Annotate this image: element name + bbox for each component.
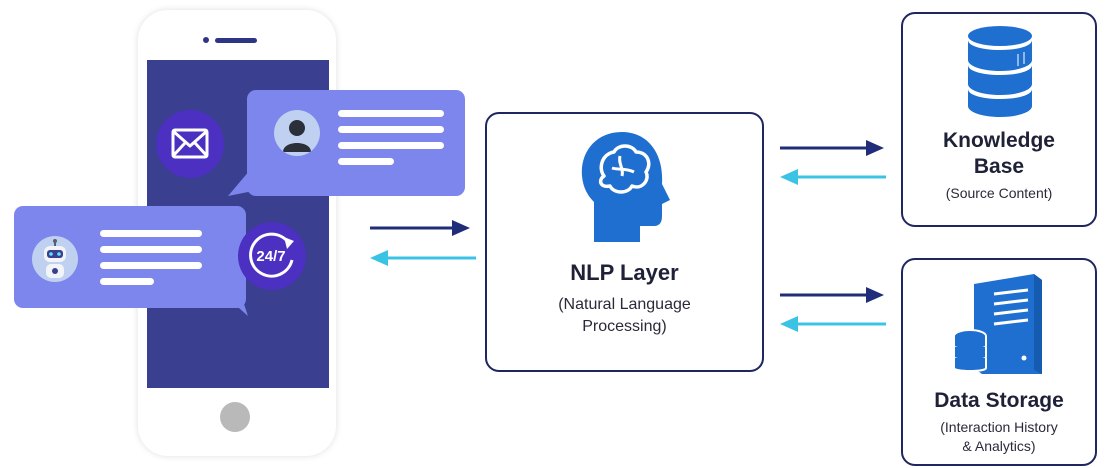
user-avatar-icon: [283, 120, 311, 152]
arrow-data-storage-to-nlp: [780, 316, 886, 332]
phone-camera-dot: [203, 37, 209, 43]
bot-message-line: [100, 230, 202, 237]
phone-speaker: [215, 38, 257, 43]
data-storage-title: Data Storage: [934, 389, 1064, 412]
user-bubble-tail: [228, 170, 268, 196]
arrow-nlp-to-knowledge-base: [780, 140, 884, 156]
clock-feature-circle: 24/7: [238, 222, 306, 290]
arrow-nlp-to-phone: [370, 250, 476, 266]
arrow-phone-to-nlp: [370, 220, 470, 236]
nlp-layer-title: NLP Layer: [570, 260, 679, 285]
arrow-nlp-to-data-storage: [780, 287, 884, 303]
mail-feature-circle: [156, 110, 224, 178]
clock-badge-text: 24/7: [256, 248, 285, 265]
server-icon: [953, 274, 1042, 374]
database-icon: [968, 26, 1032, 117]
knowledge-base-box: [901, 12, 1097, 227]
knowledge-base-title-line: Base: [973, 155, 1025, 178]
arrow-knowledge-base-to-nlp: [780, 169, 886, 185]
robot-avatar-icon: [44, 239, 66, 278]
bot-bubble-tail: [214, 286, 248, 316]
user-avatar: [274, 110, 320, 156]
bot-message-line: [100, 246, 202, 253]
knowledge-base-title: Knowledge Base: [901, 128, 1097, 180]
nlp-subtitle-line: (Natural Language: [558, 296, 691, 313]
phone-home-button: [220, 402, 250, 432]
data-storage-subtitle-line: & Analytics): [962, 438, 1036, 454]
bot-avatar: [32, 236, 78, 282]
user-message-line: [338, 126, 444, 133]
mail-icon: [171, 128, 209, 159]
nlp-subtitle-line: Processing): [582, 318, 667, 335]
user-message-line: [338, 110, 444, 117]
user-message-line: [338, 158, 394, 165]
user-message-line: [338, 142, 444, 149]
knowledge-base-title-line: Knowledge: [942, 129, 1055, 152]
clock-24-7-icon: 24/7: [249, 232, 294, 278]
data-storage-subtitle-line: (Interaction History: [940, 419, 1058, 435]
bot-message-line: [100, 278, 154, 285]
nlp-layer-subtitle: (Natural Language Processing): [485, 294, 764, 338]
bot-message-line: [100, 262, 202, 269]
brain-head-icon: [581, 132, 670, 242]
data-storage-subtitle: (Interaction History & Analytics): [901, 418, 1097, 456]
knowledge-base-subtitle: (Source Content): [945, 185, 1053, 201]
